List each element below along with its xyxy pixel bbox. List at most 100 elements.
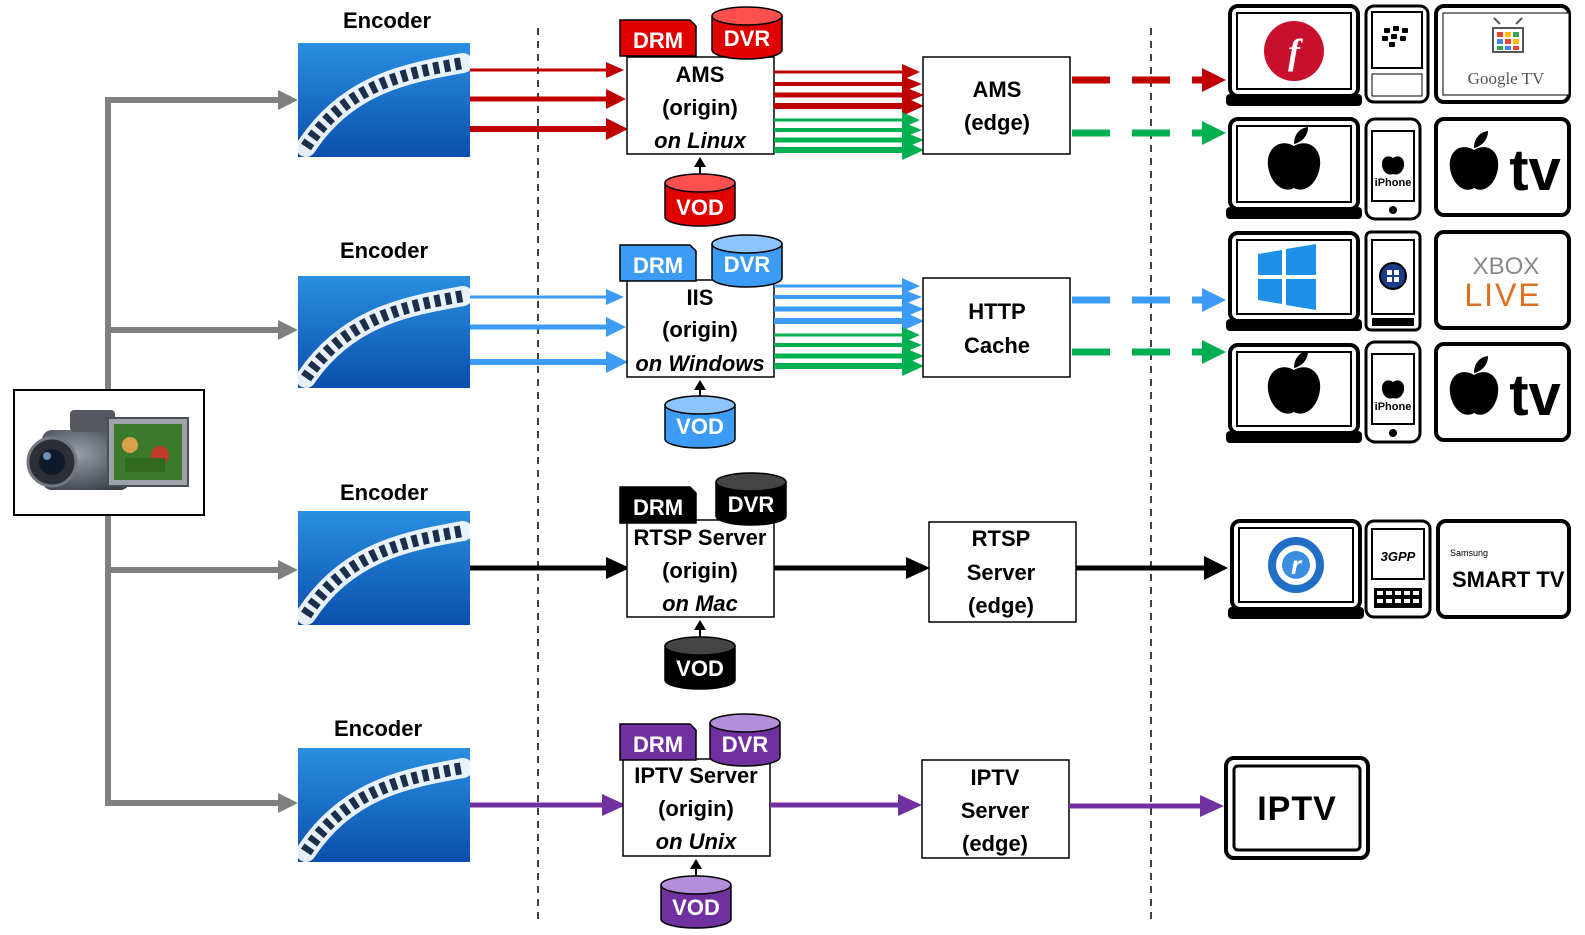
edge-to-device-arrow-blue-2	[1072, 288, 1226, 312]
google-tv-icon: Google TV	[1434, 4, 1571, 104]
blackberry-icon	[1364, 4, 1430, 104]
edge-to-device-arrow-4	[1069, 795, 1224, 817]
edge-server-box-3	[928, 521, 1077, 623]
dvr-cylinder-3: DVR	[715, 472, 787, 526]
edge-to-device-arrow-green-1	[1072, 121, 1226, 145]
svg-text:VOD: VOD	[676, 414, 724, 439]
windows-laptop-icon	[1226, 231, 1362, 331]
encoder-3	[296, 511, 473, 625]
camera-trunk	[105, 97, 280, 806]
encoder-4	[296, 748, 473, 862]
flash-laptop-icon: f	[1226, 4, 1362, 106]
vod-arrow-1	[694, 157, 706, 174]
iptv-icon: IPTV	[1224, 756, 1370, 860]
edge-server-box-2	[922, 277, 1071, 378]
origin-server-os-4: on Unix	[656, 829, 737, 854]
edge-server-type-4: (edge)	[962, 831, 1028, 856]
edge-server-type-3: (edge)	[968, 593, 1034, 618]
origin-server-os-1: on Linux	[654, 128, 746, 153]
edge-to-device-arrow-3	[1076, 556, 1228, 580]
apple-tv-icon: tv	[1434, 117, 1571, 217]
origin-server-name-2: IIS	[687, 285, 714, 310]
svg-text:DRM: DRM	[633, 732, 683, 757]
encoder-to-origin-arrow-4	[470, 794, 626, 816]
xbox-live-icon: XBOX LIVE	[1434, 230, 1571, 330]
video-camera	[13, 389, 205, 516]
svg-text:tv: tv	[1509, 363, 1561, 428]
origin-server-role-3: (origin)	[662, 558, 738, 583]
svg-text:f: f	[1288, 32, 1303, 72]
windows-phone-icon	[1364, 230, 1422, 332]
svg-text:DRM: DRM	[633, 495, 683, 520]
origin-server-os-2: on Windows	[635, 351, 764, 376]
origin-server-name-1: AMS	[676, 62, 725, 87]
vod-arrow-2	[694, 380, 706, 396]
vod-cylinder-4: VOD	[660, 875, 732, 929]
encoder-to-origin-arrow-3	[470, 557, 630, 579]
dvr-cylinder-2: DVR	[711, 234, 783, 288]
origin-server-role-4: (origin)	[658, 796, 734, 821]
svg-text:IPTV: IPTV	[1257, 790, 1337, 828]
svg-text:DVR: DVR	[724, 26, 771, 51]
vod-cylinder-2: VOD	[664, 395, 736, 449]
samsung-smart-tv-icon: Samsung SMART TV	[1436, 519, 1571, 619]
edge-server-role-3: Server	[967, 560, 1036, 585]
vod-cylinder-3: VOD	[664, 636, 736, 690]
svg-text:tv: tv	[1509, 138, 1561, 203]
dvr-cylinder-4: DVR	[709, 713, 781, 767]
origin-server-os-3: on Mac	[662, 591, 738, 616]
drm-badge-4: DRM	[619, 723, 697, 761]
svg-text:DVR: DVR	[724, 252, 771, 277]
edge-server-role-2: Cache	[964, 333, 1030, 358]
svg-text:VOD: VOD	[676, 195, 724, 220]
drm-badge-3: DRM	[619, 486, 697, 524]
svg-text:r: r	[1291, 550, 1303, 580]
origin-server-name-4: IPTV Server	[634, 763, 758, 788]
3gpp-phone-icon: 3GPP	[1364, 519, 1432, 619]
drm-badge-2: DRM	[619, 244, 697, 282]
svg-text:DRM: DRM	[633, 253, 683, 278]
origin-to-edge-arrows-1	[774, 64, 924, 160]
edge-server-name-1: AMS	[973, 77, 1022, 102]
encoder-2	[296, 276, 473, 388]
encoder-label-1: Encoder	[343, 8, 431, 33]
edge-to-device-arrow-green-2	[1072, 340, 1226, 364]
svg-text:3GPP: 3GPP	[1381, 549, 1416, 564]
origin-server-box-1	[626, 56, 775, 155]
edge-server-role-4: Server	[961, 798, 1030, 823]
apple-tv-icon: tv	[1434, 342, 1571, 442]
vod-arrow-4	[690, 859, 702, 876]
svg-text:VOD: VOD	[672, 895, 720, 920]
svg-text:Samsung: Samsung	[1450, 548, 1488, 558]
edge-server-name-3: RTSP	[972, 526, 1031, 551]
encoder-to-origin-arrows-2	[470, 289, 628, 373]
encoder-1	[296, 43, 473, 157]
edge-server-name-4: IPTV	[971, 765, 1020, 790]
origin-to-edge-arrow-4	[770, 794, 922, 816]
origin-to-edge-arrow-3	[774, 557, 930, 579]
encoder-to-origin-arrows-1	[470, 62, 628, 140]
origin-server-role-2: (origin)	[662, 317, 738, 342]
svg-text:XBOX: XBOX	[1473, 253, 1540, 280]
origin-server-name-3: RTSP Server	[634, 525, 767, 550]
svg-text:iPhone: iPhone	[1375, 177, 1412, 189]
iphone-icon: iPhone	[1364, 340, 1422, 444]
svg-text:SMART TV: SMART TV	[1452, 567, 1565, 592]
origin-to-edge-arrows-2	[774, 278, 924, 376]
iphone-icon: iPhone	[1364, 117, 1422, 221]
vod-arrow-3	[694, 620, 706, 637]
vod-cylinder-1: VOD	[664, 173, 736, 227]
edge-server-name-2: HTTP	[968, 299, 1025, 324]
edge-server-box-1	[922, 56, 1071, 155]
svg-text:DVR: DVR	[728, 492, 775, 517]
svg-text:Google TV: Google TV	[1468, 69, 1545, 88]
apple-laptop-icon	[1226, 343, 1362, 443]
svg-text:iPhone: iPhone	[1375, 401, 1412, 413]
dvr-cylinder-1: DVR	[711, 6, 783, 60]
edge-to-device-arrow-red-1	[1072, 68, 1226, 92]
encoder-label-4: Encoder	[334, 716, 422, 741]
svg-text:LIVE: LIVE	[1464, 277, 1541, 313]
edge-server-role-1: (edge)	[964, 110, 1030, 135]
realplayer-laptop-icon: r	[1228, 519, 1364, 619]
